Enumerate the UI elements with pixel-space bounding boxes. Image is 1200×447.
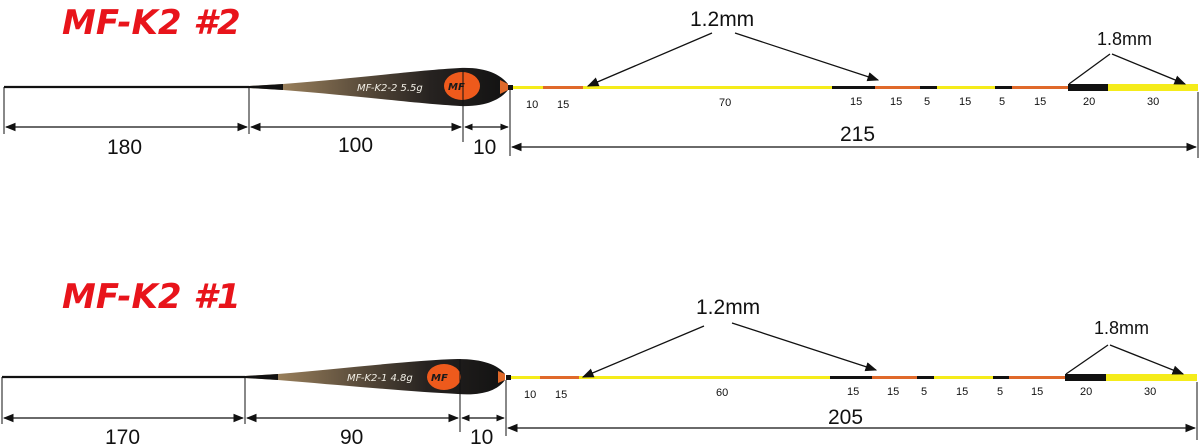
tip-segments [513,84,1198,91]
tip-segment [511,376,540,379]
shoulder-collar [498,371,505,383]
annotation-arrow [731,322,878,372]
logo-badge [444,72,480,100]
annotation-thick: 1.8mm [1094,318,1149,338]
dim-shoulder: 10 [470,426,493,447]
tip-segment [937,86,995,89]
logo-text: MF [431,373,448,384]
tip-segment [579,376,830,379]
dim-body: 90 [340,426,363,447]
segment-label: 30 [1147,96,1159,108]
segment-label: 5 [921,386,927,398]
tip-segment [1012,86,1068,89]
tip-segment [1108,84,1198,91]
dim-stem: 180 [107,136,142,159]
segment-label: 15 [847,386,859,398]
segment-label: 15 [850,96,862,108]
logo-text: MF [448,82,465,93]
shoulder-collar [500,80,508,94]
tip-segment [1068,84,1108,91]
tip-segment [934,376,993,379]
tip-segment [993,376,1009,379]
annotation-arrow [581,325,705,378]
body-label: MF-K2-2 5.5g [357,83,423,94]
tip-segment [872,376,917,379]
stem-joint [249,84,283,90]
segment-label: 20 [1080,386,1092,398]
tip-segment [920,86,937,89]
stem-joint [245,374,278,380]
annotation-arrow [586,32,713,87]
tip-segment [917,376,934,379]
segment-label: 15 [887,386,899,398]
segment-label: 30 [1144,386,1156,398]
segment-label: 10 [526,99,538,111]
float-mf-k2-1: MF-K2 #1 MF-K2-1 4.8g MF 10 15 [1,277,1198,447]
float-body [249,67,508,107]
segment-label: 5 [999,96,1005,108]
segment-label: 15 [959,96,971,108]
segment-label: 10 [524,389,536,401]
dim-body: 100 [338,134,373,157]
dim-tip: 215 [840,123,875,146]
tip-base [508,85,513,90]
tip-segments [511,374,1197,381]
tip-segment [832,86,875,89]
annotation-thin: 1.2mm [690,8,754,31]
segment-label: 15 [557,99,569,111]
annotation-arrow [1111,53,1187,85]
segment-label: 5 [997,386,1003,398]
tip-segment [583,86,832,89]
float-title: MF-K2 #2 [62,3,241,43]
segment-label: 15 [956,386,968,398]
segment-label: 5 [924,96,930,108]
tip-segment [513,86,543,89]
tip-segment [875,86,920,89]
tip-base [506,375,511,380]
body-label: MF-K2-1 4.8g [347,373,413,384]
annotation-arrow [734,32,880,82]
logo-badge [427,364,461,390]
tip-segment [1065,374,1106,381]
segment-label: 15 [555,389,567,401]
annotation-arrow [1068,53,1111,85]
segment-labels: 10 15 70 15 15 5 15 5 15 20 30 [526,96,1159,111]
tip-segment [830,376,872,379]
tip-segment [540,376,579,379]
annotation-arrow [1065,344,1109,375]
segment-label: 20 [1083,96,1095,108]
tip-segment [543,86,583,89]
float-mf-k2-2: MF-K2 #2 MF-K2-2 5.5g MF 10 15 [3,3,1199,159]
segment-labels: 10 15 60 15 15 5 15 5 15 20 30 [524,386,1156,401]
dim-tip: 205 [828,406,863,429]
annotation-arrow [1109,344,1185,375]
dim-shoulder: 10 [473,136,496,159]
segment-label: 15 [1034,96,1046,108]
dim-stem: 170 [105,426,140,447]
tip-segment [995,86,1012,89]
float-title: MF-K2 #1 [62,277,241,317]
tip-segment [1106,374,1197,381]
tip-segment [1009,376,1065,379]
segment-label: 60 [716,387,728,399]
annotation-thick: 1.8mm [1097,29,1152,49]
annotation-thin: 1.2mm [696,296,760,319]
segment-label: 15 [1031,386,1043,398]
segment-label: 15 [890,96,902,108]
segment-label: 70 [719,97,731,109]
